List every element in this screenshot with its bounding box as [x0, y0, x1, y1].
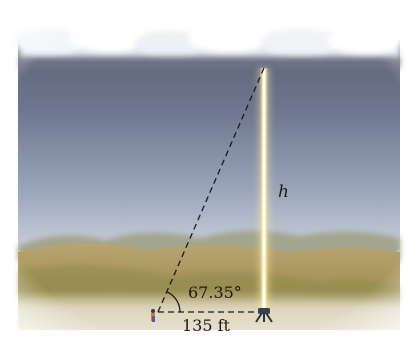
distance-label: 135 ft: [182, 316, 231, 335]
observer-figure: [151, 309, 155, 322]
searchlight: [255, 308, 273, 323]
angle-arc: [166, 291, 181, 313]
light-beam: [256, 68, 272, 312]
angle-label: 67.35°: [188, 283, 242, 302]
sight-line: [157, 67, 265, 313]
height-label: h: [278, 182, 289, 202]
